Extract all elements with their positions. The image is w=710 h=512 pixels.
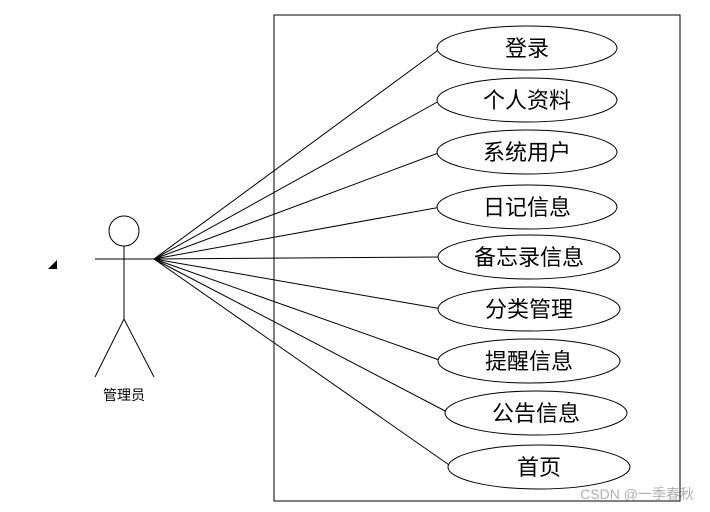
association-line xyxy=(153,256,443,260)
use-case: 系统用户 xyxy=(436,129,618,175)
association-lines xyxy=(153,47,453,468)
use-case-ellipse xyxy=(436,129,618,175)
use-case-ellipse xyxy=(436,25,618,71)
actor-head xyxy=(108,215,140,247)
use-case-ellipse xyxy=(436,184,618,230)
actor-label: 管理员 xyxy=(103,388,145,404)
association-line xyxy=(153,258,450,414)
use-case: 日记信息 xyxy=(436,184,618,230)
association-line xyxy=(153,258,443,310)
use-case-label: 个人资料 xyxy=(483,89,571,114)
association-line xyxy=(153,258,443,362)
use-case-label: 公告信息 xyxy=(492,402,580,427)
use-case-label: 系统用户 xyxy=(483,141,571,166)
association-line xyxy=(153,99,442,260)
use-case-ellipse xyxy=(444,390,628,436)
use-case: 个人资料 xyxy=(436,77,618,123)
use-case-label: 日记信息 xyxy=(483,196,571,221)
association-line xyxy=(153,151,442,260)
association-line xyxy=(153,206,442,260)
marker-triangle xyxy=(48,260,57,269)
use-case-ellipse xyxy=(437,234,621,280)
use-case-label: 首页 xyxy=(517,456,561,481)
use-case-ellipse xyxy=(437,338,621,384)
use-case: 登录 xyxy=(436,25,618,71)
use-case: 分类管理 xyxy=(437,286,621,332)
use-case-label: 分类管理 xyxy=(485,298,573,323)
use-case: 首页 xyxy=(447,444,631,490)
association-line xyxy=(153,47,442,260)
use-case-label: 备忘录信息 xyxy=(474,246,584,271)
use-case: 提醒信息 xyxy=(437,338,621,384)
use-case-label: 提醒信息 xyxy=(485,350,573,375)
actor-left-leg xyxy=(94,318,125,378)
use-case: 公告信息 xyxy=(444,390,628,436)
association-line xyxy=(153,258,453,468)
use-case-ellipse xyxy=(437,286,621,332)
use-case-ellipse xyxy=(447,444,631,490)
use-case-ellipse xyxy=(436,77,618,123)
actor-figure xyxy=(94,215,155,378)
actor-right-leg xyxy=(123,318,155,378)
use-case-label: 登录 xyxy=(505,37,549,62)
watermark: CSDN @一季春秋 xyxy=(580,486,694,502)
use-case: 备忘录信息 xyxy=(437,234,621,280)
